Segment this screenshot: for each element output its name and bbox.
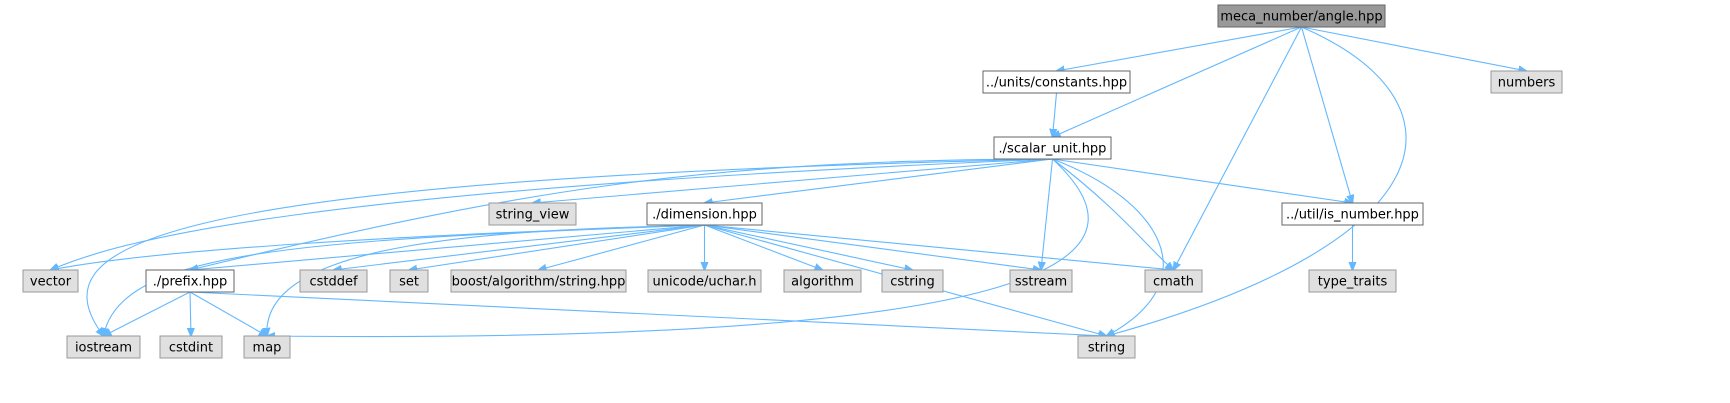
node-scalar-unit[interactable]: ./scalar_unit.hpp (993, 136, 1112, 160)
node-label: cstddef (309, 275, 358, 290)
node-label: algorithm (791, 275, 854, 290)
node-box (1009, 269, 1073, 293)
edge-scalar_unit-to-string (1052, 158, 1164, 336)
edge-scalar_unit-to-iostream (86, 158, 1053, 336)
edge-scalar_unit-to-map (267, 158, 1089, 337)
node-box (66, 335, 141, 359)
edge-prefix-to-iostream (104, 291, 191, 336)
node-label: ./scalar_unit.hpp (999, 142, 1107, 157)
node-box (647, 269, 762, 293)
edge-dimension-to-cstring (704, 224, 913, 270)
edge-dimension-to-cmath (704, 224, 1174, 270)
edge-angle-to-constants (1057, 26, 1302, 71)
node-label: string_view (496, 208, 570, 223)
node-label: cmath (1153, 275, 1194, 290)
node-uchar: unicode/uchar.h (647, 269, 762, 293)
edge-dimension-to-map (267, 224, 705, 336)
node-box (145, 269, 235, 293)
node-dimension[interactable]: ./dimension.hpp (646, 202, 763, 226)
node-box (299, 269, 368, 293)
node-label: type_traits (1318, 275, 1388, 290)
edge-scalar_unit-to-dimension (705, 158, 1053, 203)
node-cmath: cmath (1144, 269, 1203, 293)
node-label: meca_number/angle.hpp (1220, 10, 1382, 25)
node-box (450, 269, 627, 293)
edge-dimension-to-boost_string (539, 224, 705, 270)
nodes-layer: meca_number/angle.hpp ../units/constants.… (22, 4, 1563, 359)
edge-scalar_unit-to-is_number (1052, 158, 1353, 203)
edge-angle-to-string (1107, 26, 1407, 336)
node-label: set (399, 275, 419, 290)
node-label: sstream (1015, 275, 1067, 290)
node-is-number[interactable]: ../util/is_number.hpp (1281, 202, 1424, 226)
node-label: ./prefix.hpp (153, 275, 228, 290)
node-box (993, 136, 1112, 160)
node-vector: vector (22, 269, 79, 293)
node-box (982, 70, 1131, 94)
node-sstream: sstream (1009, 269, 1073, 293)
edge-dimension-to-sstream (704, 224, 1042, 270)
node-label: string (1088, 341, 1125, 356)
node-angle: meca_number/angle.hpp (1217, 4, 1386, 28)
node-box (1281, 202, 1424, 226)
edge-prefix-to-cstdint (190, 291, 191, 336)
node-constants[interactable]: ../units/constants.hpp (982, 70, 1131, 94)
node-algorithm: algorithm (783, 269, 862, 293)
node-box (1308, 269, 1397, 293)
edge-dimension-to-vector (51, 224, 705, 270)
node-cstdint: cstdint (159, 335, 223, 359)
node-label: cstdint (169, 341, 213, 356)
node-string-view: string_view (488, 202, 577, 226)
edge-dimension-to-algorithm (704, 224, 823, 270)
node-string: string (1077, 335, 1136, 359)
node-boost-string: boost/algorithm/string.hpp (450, 269, 627, 293)
edge-constants-to-scalar_unit (1053, 92, 1057, 137)
node-prefix[interactable]: ./prefix.hpp (145, 269, 235, 293)
node-label: cstring (890, 275, 934, 290)
node-box (1490, 70, 1563, 94)
edge-scalar_unit-to-vector (51, 158, 1053, 270)
node-box (646, 202, 763, 226)
node-box (22, 269, 79, 293)
edge-prefix-to-map (189, 291, 267, 336)
node-cstddef: cstddef (299, 269, 368, 293)
node-numbers: numbers (1490, 70, 1563, 94)
node-box (488, 202, 577, 226)
node-label: numbers (1498, 76, 1556, 91)
edge-dimension-to-set (409, 224, 705, 270)
node-type-traits: type_traits (1308, 269, 1397, 293)
node-box (1144, 269, 1203, 293)
edge-dimension-to-cstddef (334, 224, 705, 270)
edge-angle-to-scalar_unit (1053, 26, 1302, 137)
node-box (881, 269, 944, 293)
node-map: map (243, 335, 291, 359)
node-box (1217, 4, 1386, 28)
node-label: ./dimension.hpp (652, 208, 757, 223)
edge-angle-to-is_number (1300, 26, 1353, 203)
edge-angle-to-cmath (1174, 26, 1302, 270)
edge-dimension-to-prefix (190, 224, 705, 270)
edge-scalar_unit-to-cmath (1052, 158, 1174, 270)
node-label: unicode/uchar.h (653, 275, 757, 290)
node-label: map (253, 341, 282, 356)
node-label: vector (30, 275, 72, 290)
node-box (389, 269, 429, 293)
edge-scalar_unit-to-string_view (533, 158, 1053, 203)
node-box (1077, 335, 1136, 359)
node-cstring: cstring (881, 269, 944, 293)
edge-angle-to-numbers (1301, 26, 1527, 71)
edge-prefix-to-string (189, 291, 1107, 336)
node-label: ../units/constants.hpp (986, 76, 1127, 91)
edge-scalar_unit-to-sstream (1041, 158, 1054, 270)
node-box (783, 269, 862, 293)
node-label: ../util/is_number.hpp (1286, 208, 1419, 223)
node-iostream: iostream (66, 335, 141, 359)
node-label: iostream (75, 341, 132, 356)
node-box (159, 335, 223, 359)
node-label: boost/algorithm/string.hpp (452, 275, 626, 290)
node-box (243, 335, 291, 359)
node-set: set (389, 269, 429, 293)
edge-scalar_unit-to-prefix (190, 158, 1053, 270)
